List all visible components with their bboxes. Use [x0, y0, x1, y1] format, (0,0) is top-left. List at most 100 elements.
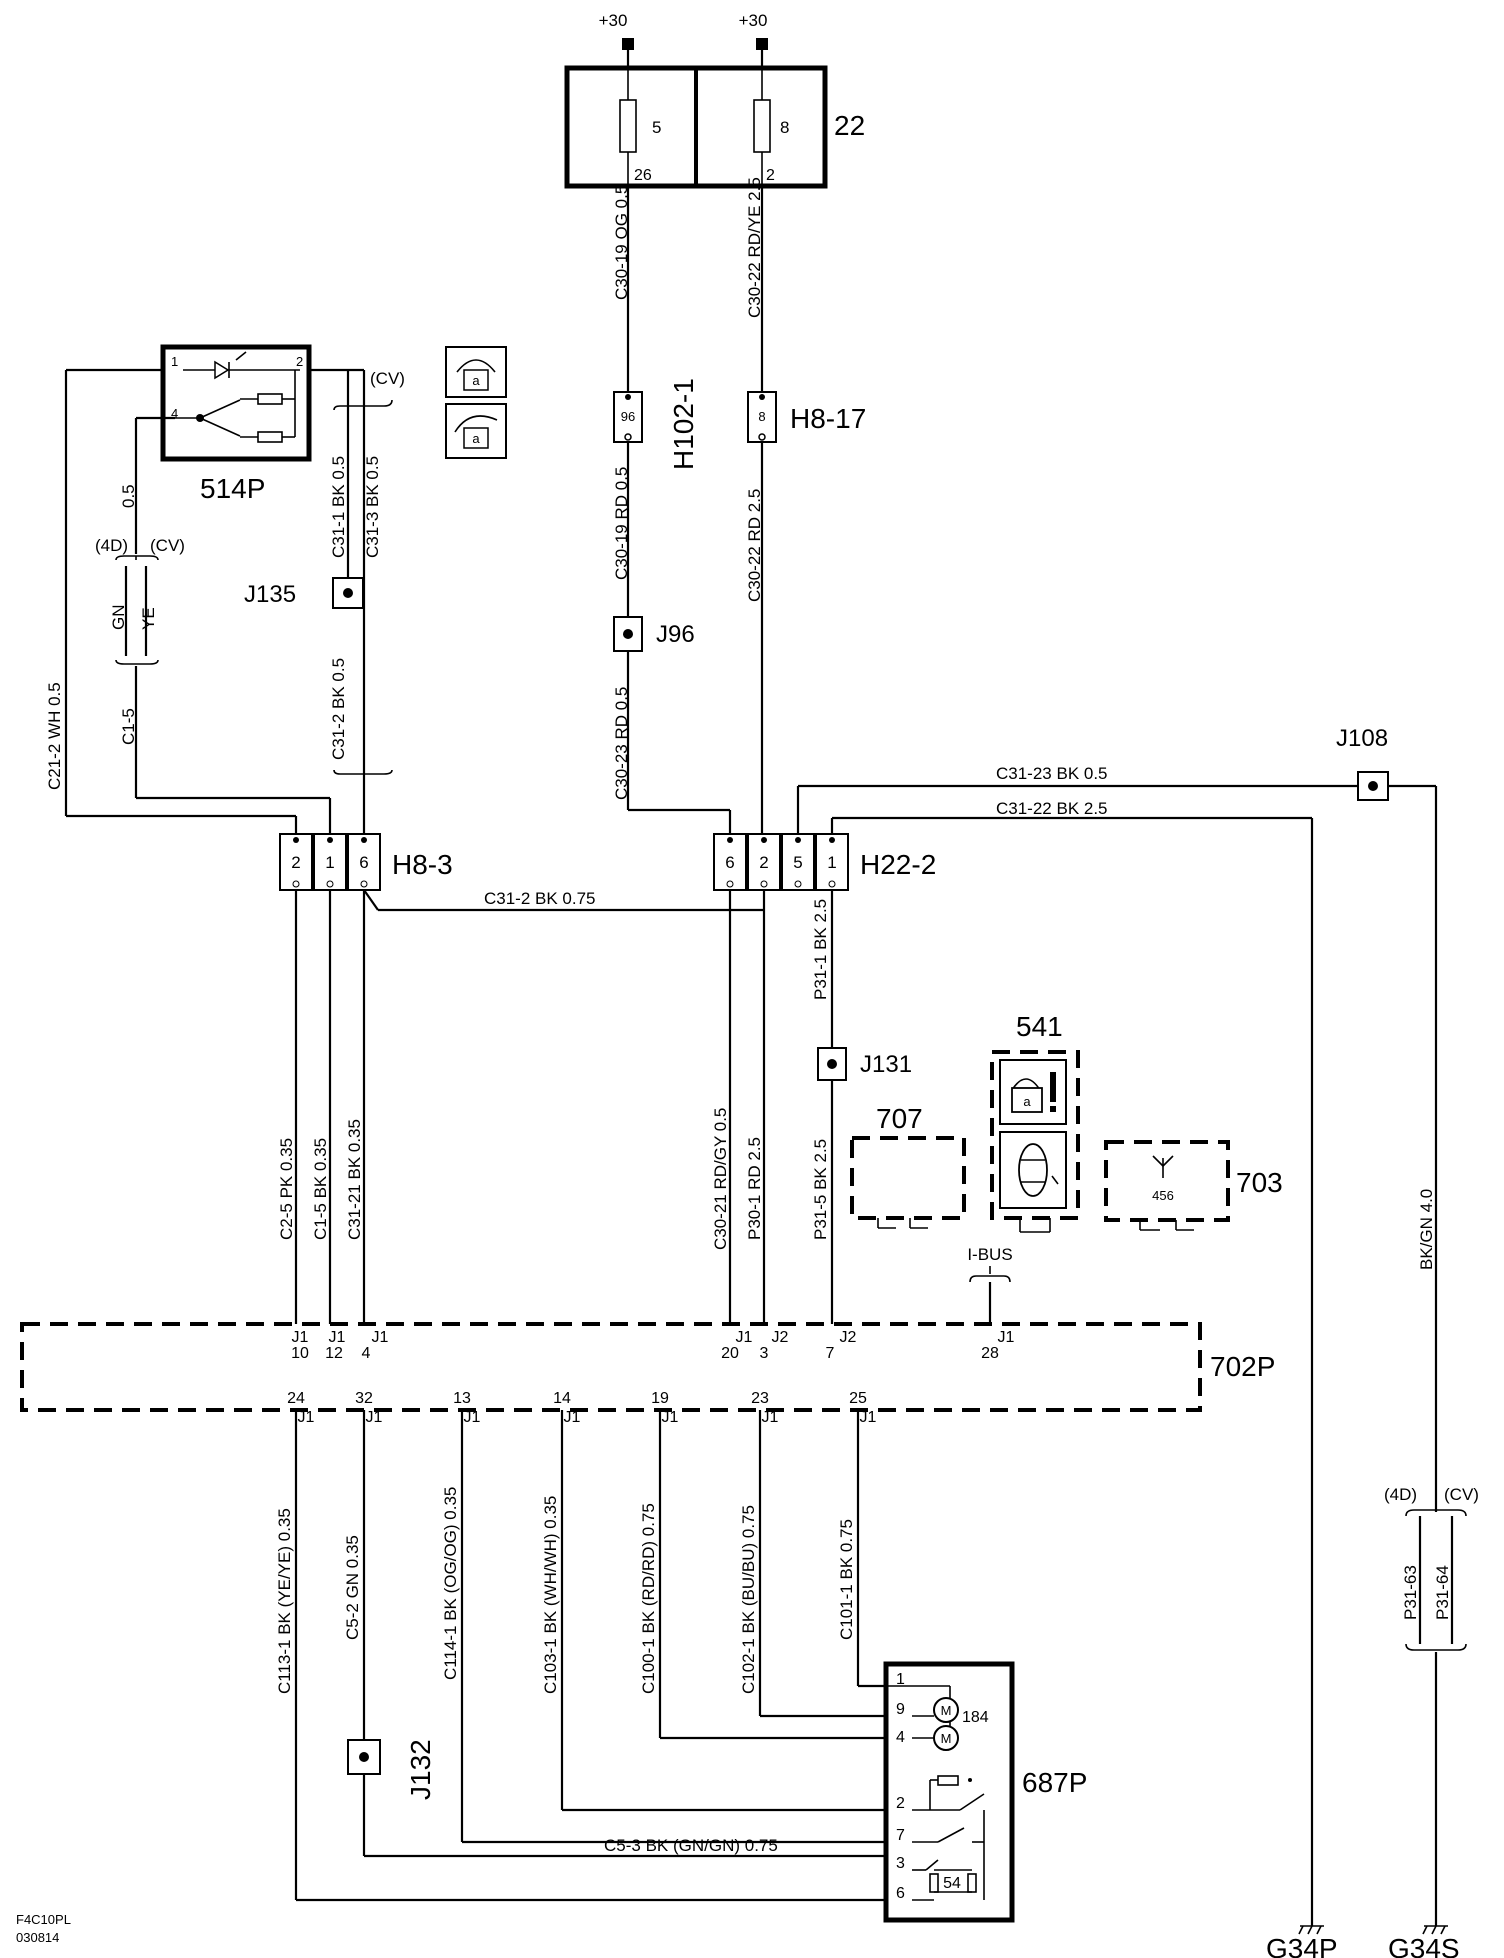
- wire-label-c21-2: C21-2 WH 0.5: [45, 682, 64, 790]
- module-pins-top: J1 10 J1 12 J1 4 J1 20 J2 3 J2 7 J1 28: [291, 1329, 1014, 1362]
- pin-bottom-n: 19: [651, 1390, 669, 1407]
- wire-c113-1: [294, 1410, 890, 1902]
- wire-label-05: 0.5: [119, 484, 138, 508]
- wire-label-c1-5-low: C1-5 BK 0.35: [311, 1138, 330, 1240]
- 541-label: 541: [1016, 1011, 1063, 1042]
- connector-h8-3: 2 1 6: [279, 833, 381, 891]
- wire-label-c5-3: C5-3 BK (GN/GN) 0.75: [604, 1836, 778, 1855]
- ground-g34s-icon: [1422, 1925, 1448, 1935]
- j131-label: J131: [860, 1051, 912, 1078]
- fuse-8-pin: 2: [766, 167, 775, 184]
- car-icon: [1018, 1143, 1059, 1197]
- pin-bottom-j: J1: [298, 1409, 315, 1426]
- motor-code: 184: [962, 1709, 989, 1726]
- 687p-pin-3: 3: [896, 1855, 905, 1872]
- switch-code: 54: [943, 1875, 961, 1892]
- svg-text:a: a: [472, 373, 480, 388]
- lock-warning-icon: a: [1011, 1072, 1056, 1113]
- wire-c1-5: [134, 416, 332, 834]
- pin-top-n: 10: [291, 1345, 309, 1362]
- wire-label-c30-19-rd: C30-19 RD 0.5: [612, 467, 631, 580]
- 707-label: 707: [876, 1103, 923, 1134]
- lock-open-icon: a: [445, 403, 507, 459]
- wire-label-c1-5: C1-5: [119, 708, 138, 745]
- wire-label-c30-22-rdye: C30-22 RD/YE 2.5: [745, 177, 764, 318]
- splice-j135: [332, 577, 364, 609]
- pin-bottom-n: 25: [849, 1390, 867, 1407]
- variant-4d-right: (4D): [1384, 1485, 1417, 1504]
- switch-icon: [175, 370, 296, 443]
- component-707: [850, 1136, 966, 1229]
- 687p-pin-4: 4: [896, 1729, 905, 1746]
- wire-label-c5-2: C5-2 GN 0.35: [343, 1535, 362, 1640]
- wire-c100-1: [658, 1410, 890, 1740]
- 702p-label: 702P: [1210, 1351, 1275, 1382]
- pin-top-n: 4: [362, 1345, 371, 1362]
- wire-label-c31-1: C31-1 BK 0.5: [329, 456, 348, 558]
- h22-2-pin-5: 5: [793, 853, 802, 872]
- wire-label-c2-5: C2-5 PK 0.35: [277, 1138, 296, 1240]
- wire-label-c31-22: C31-22 BK 2.5: [996, 799, 1108, 818]
- wire-label-p31-1: P31-1 BK 2.5: [811, 899, 830, 1000]
- footer-code: F4C10PL: [16, 1912, 71, 1927]
- ibus: I-BUS: [967, 1245, 1013, 1324]
- splice-j131: [817, 1047, 847, 1081]
- wire-label-c30-22-rd: C30-22 RD 2.5: [745, 489, 764, 602]
- h22-2-label: H22-2: [860, 849, 936, 880]
- component-687p: 1 9 4 2 7 3 6 M M 184: [883, 1661, 1015, 1923]
- pin-top-j: J1: [292, 1329, 309, 1346]
- wire-label-c113-1: C113-1 BK (YE/YE) 0.35: [275, 1508, 294, 1694]
- variant-cv-top: (CV): [370, 369, 405, 388]
- wire-c31-22: [830, 816, 1314, 1926]
- wire-c101-1: [856, 1410, 890, 1688]
- variant-cv-right: (CV): [1444, 1485, 1479, 1504]
- 687p-pin-9: 9: [896, 1701, 905, 1718]
- wire-c31-2-cross: [363, 889, 766, 912]
- pin-bottom-j: J1: [662, 1409, 679, 1426]
- splice-j132: [347, 1739, 381, 1775]
- j108-label: J108: [1336, 725, 1388, 752]
- variant-cv-left: (CV): [150, 536, 185, 555]
- wire-label-ye: YE: [139, 607, 158, 630]
- 514p-pin-4: 4: [171, 406, 178, 421]
- pin-top-n: 12: [325, 1345, 343, 1362]
- wire-label-c31-21: C31-21 BK 0.35: [345, 1119, 364, 1240]
- wire-label-p31-5: P31-5 BK 2.5: [811, 1139, 830, 1240]
- 514p-pin-1: 1: [171, 354, 178, 369]
- pin-top-j: J1: [736, 1329, 753, 1346]
- wire-label-gn: GN: [109, 605, 128, 631]
- wire-c30-19: [626, 186, 732, 834]
- pin-top-j: J1: [998, 1329, 1015, 1346]
- wire-label-c30-23-rd: C30-23 RD 0.5: [612, 687, 631, 800]
- component-514p: 1 2 4: [160, 344, 312, 462]
- wire-label-c31-2-top: C31-2 BK 0.5: [329, 658, 348, 760]
- svg-text:M: M: [941, 1703, 952, 1718]
- h8-17-pin: 8: [758, 409, 765, 424]
- h8-3-pin-2: 2: [291, 853, 300, 872]
- connector-h8-17: 8: [747, 391, 777, 443]
- switch-2-icon: [912, 1775, 985, 1811]
- fuse-8-label: 8: [780, 118, 789, 137]
- 514p-pin-2: 2: [296, 354, 303, 369]
- module-702p: [20, 1322, 1202, 1412]
- ground-g34p-icon: [1298, 1925, 1324, 1935]
- splice-j96: [613, 616, 643, 652]
- wire-label-c101-1: C101-1 BK 0.75: [837, 1519, 856, 1640]
- wire-label-p30-1: P30-1 RD 2.5: [745, 1137, 764, 1240]
- splice-j108: [1357, 771, 1389, 801]
- wire-label-p31-64: P31-64: [1433, 1565, 1452, 1620]
- h22-2-pin-1: 1: [827, 853, 836, 872]
- 514p-label: 514P: [200, 473, 265, 504]
- pin-bottom-j: J1: [564, 1409, 581, 1426]
- supply-right: +30: [739, 11, 768, 66]
- pin-top-n: 7: [826, 1345, 835, 1362]
- wire-label-c30-21: C30-21 RD/GY 0.5: [711, 1108, 730, 1250]
- fuse-5-pin: 26: [634, 167, 652, 184]
- pin-top-n: 3: [760, 1345, 769, 1362]
- ibus-label: I-BUS: [967, 1245, 1012, 1264]
- antenna-icon: [1152, 1155, 1174, 1178]
- wire-c5-2: [362, 1410, 890, 1858]
- 687p-label: 687P: [1022, 1767, 1087, 1798]
- wire-c31-23: [796, 784, 1438, 1926]
- wire-label-c103-1: C103-1 BK (WH/WH) 0.35: [541, 1496, 560, 1694]
